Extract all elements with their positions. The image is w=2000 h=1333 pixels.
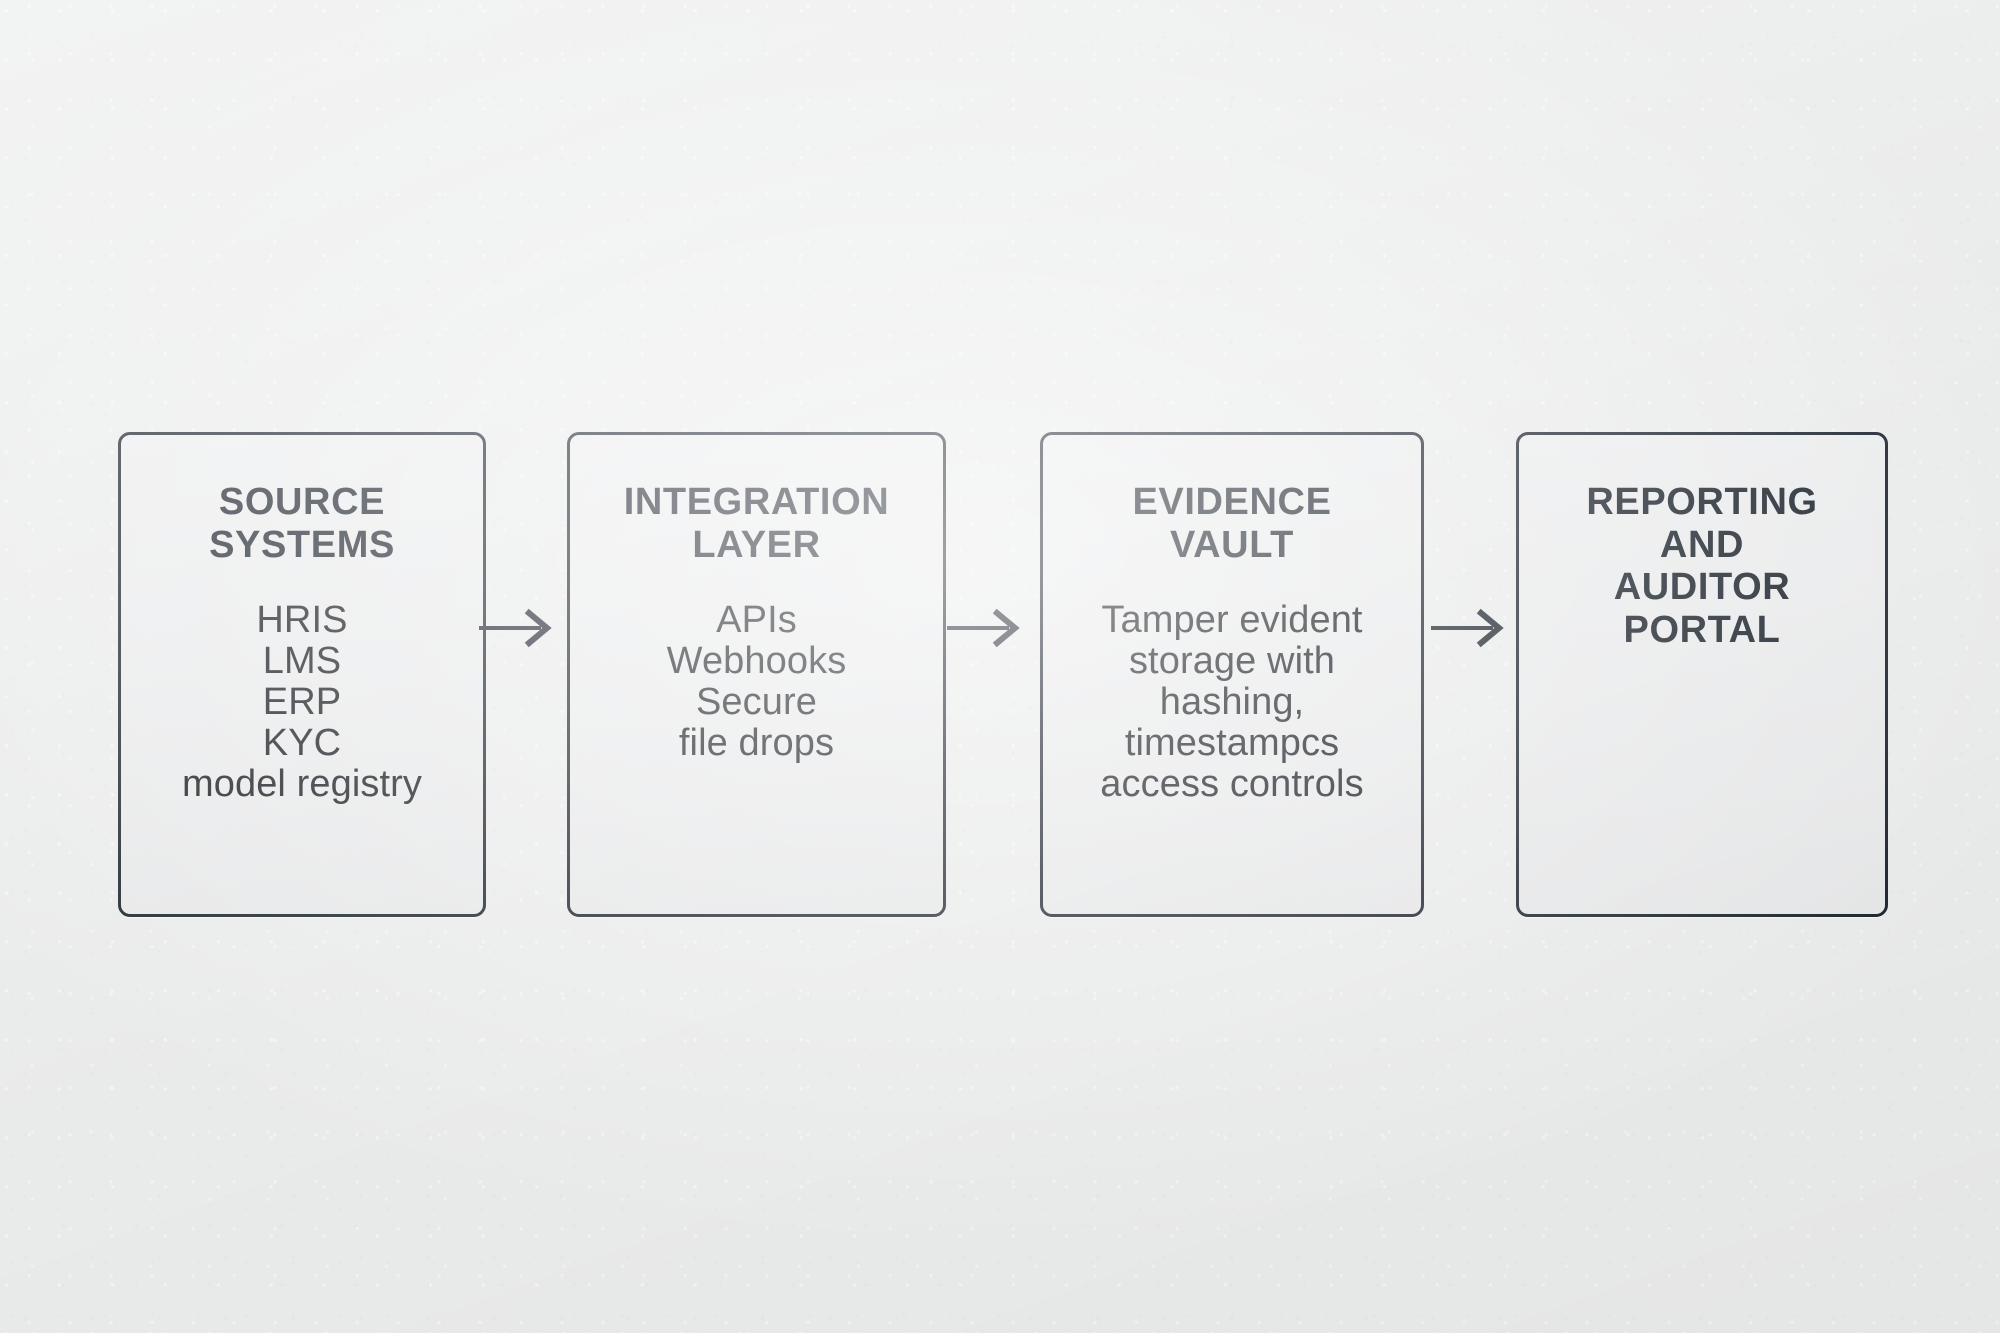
- flow-node-body: HRIS LMS ERP KYC model registry: [181, 599, 423, 806]
- flow-node-body: Tamper evident storage with hashing, tim…: [1100, 599, 1364, 806]
- arrow-right-icon: [479, 608, 552, 648]
- flow-node-title: REPORTING AND AUDITOR PORTAL: [1586, 481, 1818, 651]
- flow-node-reporting-and-auditor-portal[interactable]: REPORTING AND AUDITOR PORTAL: [1516, 432, 1888, 917]
- arrow-source-to-integration: [479, 608, 563, 648]
- arrow-right-icon: [947, 608, 1020, 648]
- arrow-integration-to-vault: [947, 608, 1031, 648]
- flow-node-title: INTEGRATION LAYER: [623, 481, 890, 566]
- flow-node-body: APIs Webhooks Secure file drops: [666, 599, 847, 765]
- flow-node-source-systems[interactable]: SOURCE SYSTEMS HRIS LMS ERP KYC model re…: [118, 432, 486, 917]
- flow-node-evidence-vault[interactable]: EVIDENCE VAULT Tamper evident storage wi…: [1040, 432, 1424, 917]
- arrow-right-icon: [1431, 608, 1504, 648]
- flow-node-integration-layer[interactable]: INTEGRATION LAYER APIs Webhooks Secure f…: [567, 432, 946, 917]
- flow-node-title: SOURCE SYSTEMS: [209, 481, 395, 566]
- arrow-vault-to-reporting: [1431, 608, 1515, 648]
- flow-node-title: EVIDENCE VAULT: [1132, 481, 1332, 566]
